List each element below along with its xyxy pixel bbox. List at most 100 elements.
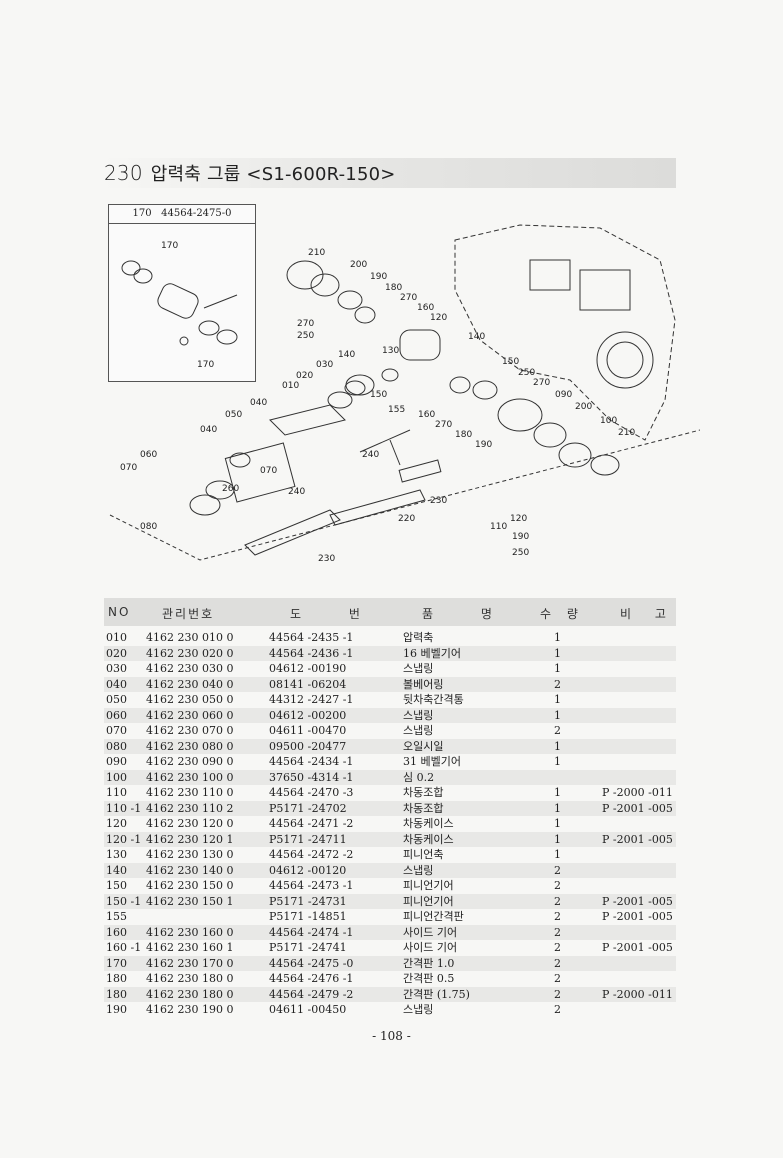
cell-mgmt: 4162 230 040 0	[146, 677, 234, 691]
cell-no: 120 -1	[106, 832, 142, 846]
cell-name: 스냅링	[403, 1003, 434, 1016]
inset-header: 170 44564-2475-0	[109, 205, 255, 224]
cell-no: 010	[106, 631, 127, 644]
cell-drawing: 37650 -4314 -1	[269, 770, 354, 784]
cell-qty: 2	[554, 956, 561, 970]
cell-no: 180	[106, 972, 127, 985]
exploded-parts-diagram: 210 200 190 180 270 160 120 270 250 140 …	[100, 200, 700, 600]
cell-drawing: 44564 -2479 -2	[269, 987, 354, 1001]
callout-label: 090	[555, 390, 573, 400]
cell-qty: 2	[554, 879, 561, 892]
cell-mgmt: 4162 230 050 0	[146, 693, 234, 706]
cell-qty: 1	[554, 755, 561, 768]
callout-label: 190	[512, 532, 530, 542]
cell-name: 31 베벨기어	[403, 755, 461, 768]
inset-callout: 170	[197, 360, 215, 370]
cell-name: 피니언기어	[403, 894, 454, 908]
cell-no: 040	[106, 677, 127, 691]
cell-mgmt: 4162 230 060 0	[146, 708, 234, 722]
callout-label: 120	[510, 514, 528, 524]
cell-name: 차동케이스	[403, 817, 454, 830]
cell-remark: P -2001 -005	[602, 894, 673, 908]
cell-qty: 1	[554, 786, 561, 799]
inset-callout: 170	[161, 241, 179, 251]
cell-qty: 2	[554, 894, 561, 908]
cell-qty: 1	[554, 832, 561, 846]
callout-label: 150	[370, 390, 388, 400]
callout-label: 240	[362, 450, 380, 460]
cell-qty: 1	[554, 848, 561, 861]
cell-remark: P -2000 -011	[602, 786, 673, 799]
callout-label: 220	[398, 514, 416, 524]
callout-label: 080	[140, 522, 158, 532]
cell-name: 스냅링	[403, 662, 434, 675]
cell-remark: P -2001 -005	[602, 832, 673, 846]
callout-label: 230	[430, 496, 448, 506]
cell-mgmt: 4162 230 100 0	[146, 770, 234, 784]
cell-qty: 2	[554, 724, 561, 737]
cell-drawing: P5171 -14851	[269, 910, 347, 923]
cell-mgmt: 4162 230 070 0	[146, 724, 234, 737]
cell-mgmt: 4162 230 150 1	[146, 894, 234, 908]
callout-label: 210	[618, 428, 636, 438]
cell-name: 사이드 기어	[403, 925, 458, 939]
cell-drawing: 44564 -2476 -1	[269, 972, 354, 985]
cell-no: 020	[106, 646, 127, 660]
cell-drawing: 44564 -2434 -1	[269, 755, 354, 768]
callout-label: 040	[250, 398, 268, 408]
cell-no: 070	[106, 724, 127, 737]
diagram-lines	[109, 224, 700, 561]
cell-mgmt: 4162 230 120 0	[146, 817, 234, 830]
cell-name: 피니언간격판	[403, 910, 464, 923]
cell-mgmt: 4162 230 150 0	[146, 879, 234, 892]
cell-drawing: 04611 -00470	[269, 724, 347, 737]
callout-label: 100	[600, 416, 618, 426]
cell-mgmt: 4162 230 120 1	[146, 832, 234, 846]
cell-no: 160	[106, 925, 127, 939]
cell-qty: 1	[554, 631, 561, 644]
cell-no: 150	[106, 879, 127, 892]
col-header-remark: 비 고	[620, 607, 668, 621]
callout-label: 270	[400, 293, 418, 303]
cell-no: 140	[106, 863, 127, 877]
cell-drawing: 44312 -2427 -1	[269, 693, 354, 706]
cell-drawing: 04612 -00120	[269, 863, 347, 877]
callout-label: 150	[502, 357, 520, 367]
cell-drawing: 08141 -06204	[269, 677, 347, 691]
callout-label: 260	[222, 484, 240, 494]
callout-label: 020	[296, 371, 314, 381]
cell-mgmt: 4162 230 080 0	[146, 739, 234, 753]
col-header-quantity: 수 량	[540, 607, 580, 621]
cell-name: 스냅링	[403, 724, 434, 737]
callout-label: 250	[518, 368, 536, 378]
cell-qty: 2	[554, 1003, 561, 1016]
cell-mgmt: 4162 230 110 0	[146, 786, 234, 799]
cell-no: 030	[106, 662, 127, 675]
inset-drawing	[121, 260, 238, 346]
col-header-drawing-number: 도 번	[290, 607, 362, 621]
parts-table-header	[104, 598, 676, 626]
cell-drawing: 44564 -2475 -0	[269, 956, 354, 970]
cell-name: 16 베벨기어	[403, 646, 461, 660]
cell-name: 피니언기어	[403, 879, 454, 892]
callout-label: 250	[297, 331, 315, 341]
callout-label: 120	[430, 313, 448, 323]
cell-name: 간격판 1.0	[403, 956, 455, 970]
cell-no: 110 -1	[106, 801, 142, 815]
callout-label: 110	[490, 522, 508, 532]
cell-mgmt: 4162 230 160 0	[146, 925, 234, 939]
